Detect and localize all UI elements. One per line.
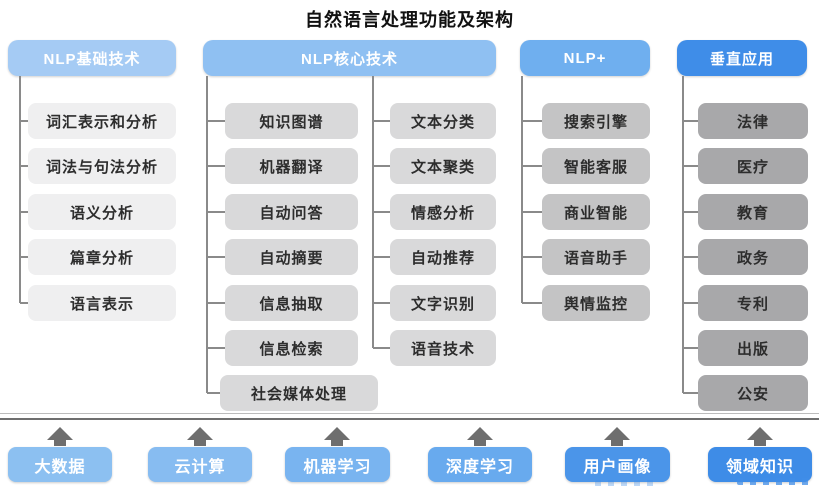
connector-line <box>521 76 523 303</box>
tree-node: 公安 <box>683 375 808 411</box>
watermark-fragment <box>737 478 812 485</box>
up-arrow-icon <box>467 427 493 446</box>
separator-line <box>0 413 819 420</box>
arrow-head <box>747 427 773 440</box>
column-header-nlp-plus: NLP+ <box>520 40 650 76</box>
tree-node: 自动摘要 <box>207 239 358 275</box>
arrow-head <box>187 427 213 440</box>
column-header-nlp-basic: NLP基础技术 <box>8 40 176 76</box>
tree-node: 篇章分析 <box>20 239 176 275</box>
page-title: 自然语言处理功能及架构 <box>305 10 514 30</box>
tree-node: 自动问答 <box>207 194 358 230</box>
tree-node: 语言表示 <box>20 285 176 321</box>
tree-node: 专利 <box>683 285 808 321</box>
tree-node: 情感分析 <box>373 194 496 230</box>
tree-node: 文本聚类 <box>373 148 496 184</box>
column-header-nlp-core: NLP核心技术 <box>203 40 496 76</box>
arrow-stem <box>54 440 66 446</box>
column-header-vertical-app: 垂直应用 <box>677 40 807 76</box>
foundation-box: 深度学习 <box>428 447 532 482</box>
tree-node: 信息检索 <box>207 330 358 366</box>
tree-node: 词汇表示和分析 <box>20 103 176 139</box>
tree-node: 信息抽取 <box>207 285 358 321</box>
tree-node: 教育 <box>683 194 808 230</box>
up-arrow-icon <box>324 427 350 446</box>
connector-line <box>19 76 21 303</box>
tree-node: 机器翻译 <box>207 148 358 184</box>
tree-node: 文字识别 <box>373 285 496 321</box>
arrow-head <box>604 427 630 440</box>
tree-node: 语义分析 <box>20 194 176 230</box>
foundation-box: 机器学习 <box>285 447 390 482</box>
up-arrow-icon <box>747 427 773 446</box>
connector-line <box>206 76 208 393</box>
up-arrow-icon <box>47 427 73 446</box>
tree-node: 词法与句法分析 <box>20 148 176 184</box>
foundation-box: 用户画像 <box>565 447 670 482</box>
tree-node: 社会媒体处理 <box>207 375 378 411</box>
arrow-stem <box>194 440 206 446</box>
tree-node: 语音助手 <box>522 239 650 275</box>
watermark-fragment <box>595 480 657 486</box>
tree-node: 文本分类 <box>373 103 496 139</box>
tree-node: 商业智能 <box>522 194 650 230</box>
tree-node: 语音技术 <box>373 330 496 366</box>
tree-node: 自动推荐 <box>373 239 496 275</box>
arrow-stem <box>331 440 343 446</box>
tree-node: 智能客服 <box>522 148 650 184</box>
arrow-stem <box>611 440 623 446</box>
tree-node: 出版 <box>683 330 808 366</box>
foundation-box: 大数据 <box>8 447 112 482</box>
tree-node: 搜索引擎 <box>522 103 650 139</box>
tree-node: 法律 <box>683 103 808 139</box>
tree-node: 政务 <box>683 239 808 275</box>
foundation-box: 领域知识 <box>708 447 812 482</box>
tree-node: 舆情监控 <box>522 285 650 321</box>
arrow-head <box>324 427 350 440</box>
tree-node: 知识图谱 <box>207 103 358 139</box>
arrow-stem <box>754 440 766 446</box>
up-arrow-icon <box>604 427 630 446</box>
arrow-stem <box>474 440 486 446</box>
arrow-head <box>47 427 73 440</box>
foundation-box: 云计算 <box>148 447 252 482</box>
up-arrow-icon <box>187 427 213 446</box>
arrow-head <box>467 427 493 440</box>
tree-node: 医疗 <box>683 148 808 184</box>
connector-line <box>682 76 684 393</box>
